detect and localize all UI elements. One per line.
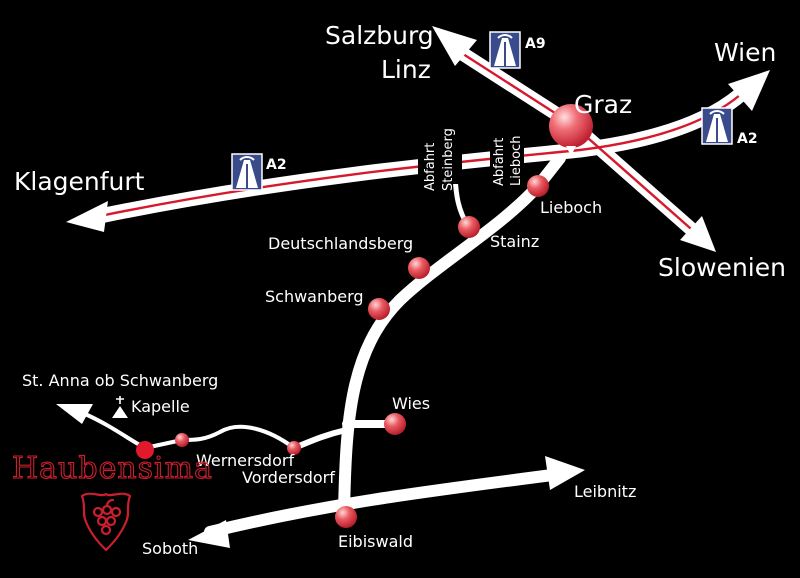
shield-a2-east-label: A2 (737, 131, 758, 147)
arrow-st-anna (56, 404, 93, 424)
arrow-salzburg (432, 26, 477, 66)
road-vordersdorf (291, 427, 349, 451)
label-slowenien: Slowenien (658, 253, 786, 282)
shield-a2-west (231, 153, 263, 191)
exit-lieboch-line2: Lieboch (509, 136, 524, 186)
dot-wernersdorf (175, 433, 189, 447)
label-salzburg: Salzburg (325, 21, 434, 50)
label-schwanberg: Schwanberg (265, 287, 364, 306)
exit-steinberg-line1: Abfahrt (423, 143, 438, 191)
city-dots (136, 104, 593, 528)
motorway-icon (239, 156, 255, 161)
label-graz: Graz (574, 90, 632, 119)
place-labels: Salzburg Linz Wien Graz Klagenfurt Slowe… (14, 21, 786, 558)
road-leibnitz-soboth (204, 468, 566, 538)
chapel-icon (112, 396, 128, 418)
road-st-anna (83, 412, 147, 450)
shield-a9-label: A9 (525, 36, 546, 52)
label-deutschlandsberg: Deutschlandsberg (268, 234, 413, 253)
label-st-anna: St. Anna ob Schwanberg (22, 371, 218, 390)
label-wernersdorf: Wernersdorf (196, 451, 294, 470)
label-leibnitz: Leibnitz (574, 482, 636, 501)
grape-logo-icon (80, 492, 132, 552)
label-klagenfurt: Klagenfurt (14, 167, 145, 196)
label-soboth: Soboth (142, 539, 198, 558)
arrow-slowenien (680, 216, 716, 252)
motorway-icon (709, 110, 725, 115)
dot-wies (384, 413, 406, 435)
dot-haubensima (136, 441, 154, 459)
label-eibiswald: Eibiswald (338, 532, 413, 551)
road-lieboch-eibiswald (338, 152, 566, 518)
label-vordersdorf: Vordersdorf (242, 468, 335, 487)
shield-a9 (489, 31, 521, 69)
label-stainz: Stainz (490, 232, 539, 251)
dot-lieboch (527, 175, 549, 197)
arrow-soboth (188, 520, 230, 548)
exit-lieboch-line1: Abfahrt (492, 138, 507, 186)
motorway-icon (497, 34, 513, 39)
arrow-wien (728, 70, 770, 111)
exit-labels: Abfahrt Steinberg Abfahrt Lieboch (423, 128, 524, 191)
exit-steinberg-line2: Steinberg (441, 128, 456, 191)
label-linz: Linz (381, 55, 431, 84)
exit-markers (418, 120, 524, 184)
shield-a2-west-label: A2 (266, 157, 287, 173)
brand-name: Haubensima (12, 451, 213, 486)
label-wies: Wies (392, 394, 430, 413)
road-wernersdorf (143, 424, 296, 450)
arrows (56, 26, 770, 548)
arrow-klagenfurt (66, 201, 108, 232)
dot-schwanberg (368, 298, 390, 320)
label-lieboch: Lieboch (540, 198, 602, 217)
label-wien: Wien (714, 38, 776, 67)
dot-deutschlandsberg (408, 257, 430, 279)
graz-pointer (566, 146, 576, 156)
dot-stainz (458, 216, 480, 238)
label-kapelle: Kapelle (131, 397, 190, 416)
shield-a2-east (701, 107, 733, 145)
dot-graz (549, 104, 593, 148)
dot-eibiswald (335, 506, 357, 528)
arrow-leibnitz (545, 456, 585, 490)
dot-vordersdorf (287, 441, 301, 455)
